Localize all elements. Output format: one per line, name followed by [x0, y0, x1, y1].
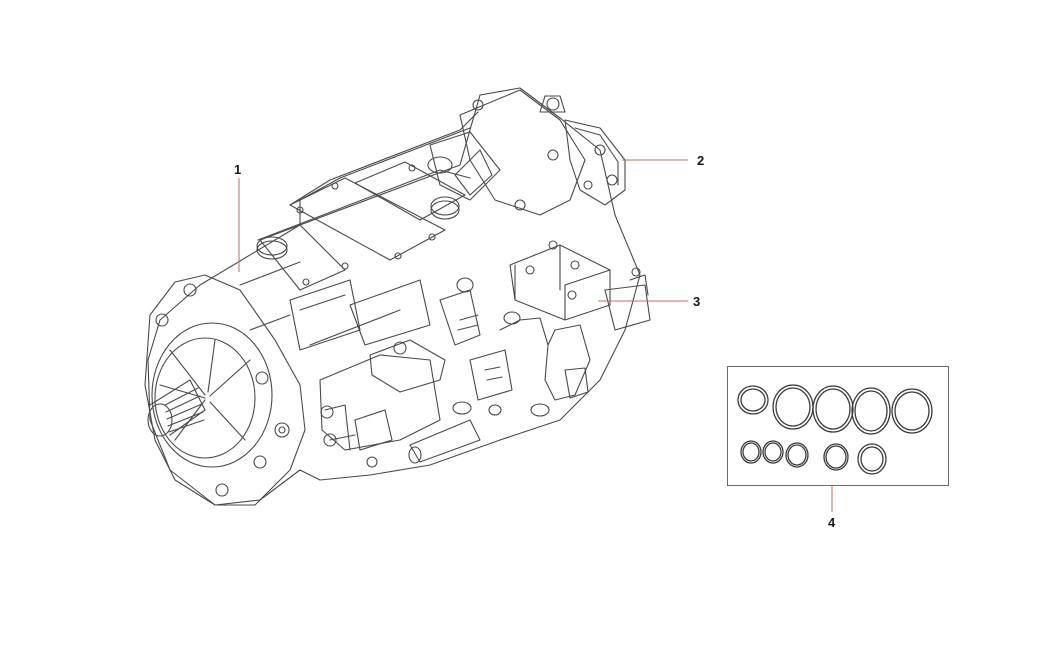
pilot-pump-icon [564, 119, 626, 206]
callout-1: 1 [234, 162, 242, 177]
regulator-valve-icon [319, 240, 651, 468]
hydraulic-pump-assembly-icon [144, 87, 641, 506]
seal-kit-frame [727, 366, 949, 486]
callout-3: 3 [693, 294, 701, 309]
callout-2: 2 [697, 153, 705, 168]
o-ring-seal-kit-icon [737, 384, 933, 475]
callout-4: 4 [828, 515, 836, 530]
